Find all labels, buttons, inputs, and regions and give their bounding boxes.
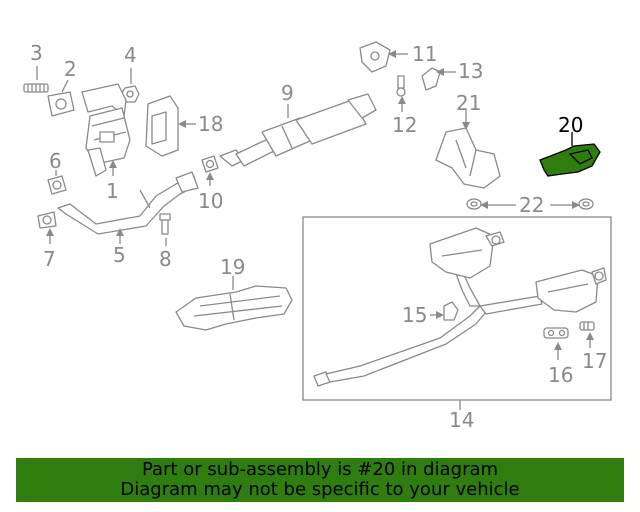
callout-16: 16: [548, 363, 573, 387]
callout-7: 7: [43, 247, 56, 271]
banner-line-2: Diagram may not be specific to your vehi…: [120, 479, 520, 500]
info-banner: Part or sub-assembly is #20 in diagram D…: [16, 458, 624, 502]
part-18-heat-shield[interactable]: [145, 95, 179, 157]
callout-6: 6: [49, 149, 62, 173]
callout-14: 14: [449, 408, 474, 432]
part-6-gasket[interactable]: [47, 175, 67, 195]
callout-13: 13: [458, 59, 483, 83]
callout-22: 22: [519, 193, 544, 217]
arrow-1: [109, 160, 117, 168]
arrow-12: [398, 96, 406, 104]
callout-17: 17: [582, 349, 607, 373]
part-10-gasket[interactable]: [201, 155, 219, 173]
callout-12: 12: [392, 113, 417, 137]
arrow-22-left: [480, 201, 488, 209]
part-11-hanger-bracket[interactable]: [359, 41, 391, 73]
arrow-7: [46, 228, 54, 236]
arrow-18: [178, 120, 186, 128]
part-16-clamp[interactable]: [543, 327, 569, 339]
part-1-catalytic-converter[interactable]: [81, 83, 131, 177]
assembly-14-box: [302, 216, 612, 401]
part-5-front-pipe[interactable]: [57, 171, 199, 235]
arrow-13: [436, 68, 444, 76]
callout-11: 11: [412, 42, 437, 66]
part-22-isolator-right[interactable]: [578, 198, 594, 210]
arrow-17: [586, 332, 594, 340]
callout-15: 15: [402, 303, 427, 327]
part-19-heat-shield[interactable]: [175, 285, 293, 331]
arrow-15: [436, 311, 444, 319]
arrow-11: [388, 50, 396, 58]
part-14-muffler-assembly[interactable]: [313, 227, 607, 387]
part-12-bolt[interactable]: [396, 75, 406, 97]
part-17-bolt[interactable]: [579, 321, 595, 331]
arrow-16: [554, 342, 562, 350]
part-13-insulator[interactable]: [421, 67, 441, 91]
arrow-5: [116, 228, 124, 236]
part-2-gasket[interactable]: [47, 91, 75, 117]
arrow-21: [462, 122, 470, 130]
part-3-stud[interactable]: [23, 83, 49, 93]
callout-10: 10: [198, 189, 223, 213]
callout-1: 1: [106, 179, 119, 203]
part-21-bracket[interactable]: [435, 127, 501, 189]
part-9-intermediate-pipe[interactable]: [219, 93, 377, 167]
callout-9: 9: [281, 81, 294, 105]
banner-line-1: Part or sub-assembly is #20 in diagram: [141, 459, 499, 480]
callout-8: 8: [159, 247, 172, 271]
arrow-10: [206, 172, 214, 180]
callout-19: 19: [220, 255, 245, 279]
callout-2: 2: [64, 57, 77, 81]
callout-20: 20: [558, 113, 583, 137]
part-8-bolt[interactable]: [159, 213, 171, 235]
leader-2: [61, 79, 69, 93]
callout-21: 21: [456, 91, 481, 115]
part-15-isolator[interactable]: [443, 301, 459, 321]
callout-3: 3: [30, 41, 43, 65]
part-7-gasket[interactable]: [37, 211, 57, 229]
callout-4: 4: [124, 43, 137, 67]
callout-18: 18: [198, 112, 223, 136]
part-20-heat-shield[interactable]: [539, 143, 601, 177]
callout-5: 5: [113, 243, 126, 267]
part-22-isolator-left[interactable]: [466, 198, 482, 210]
arrow-22-right: [572, 201, 580, 209]
